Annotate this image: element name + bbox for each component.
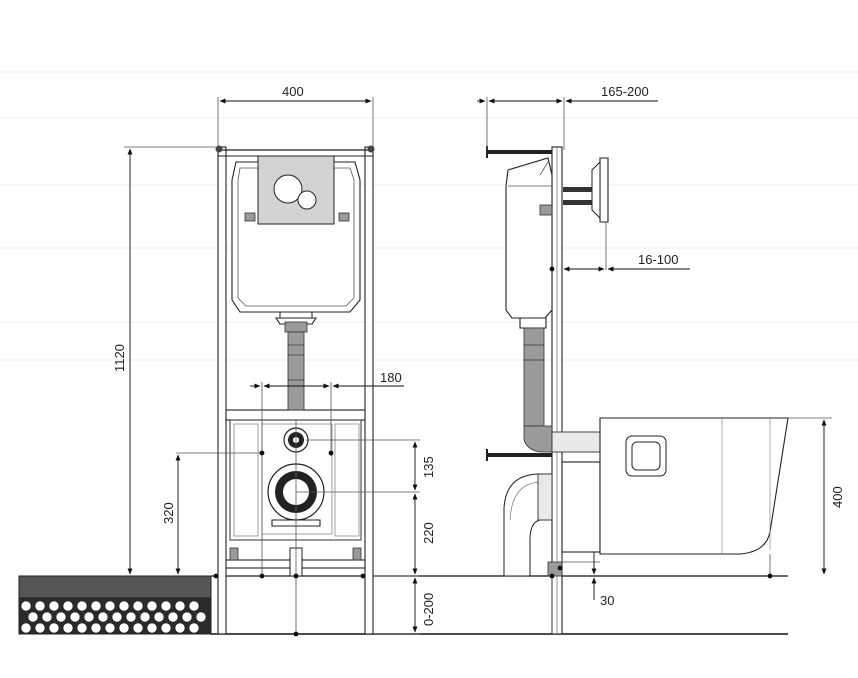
perforation-hole xyxy=(20,600,32,612)
wall-hung-bowl xyxy=(599,417,789,555)
perforation-hole xyxy=(181,611,193,623)
dimension-labels: 400 165-200 1120 180 135 220 320 0-200 1… xyxy=(112,84,845,626)
perforation-hole xyxy=(160,600,172,612)
perforation-hole xyxy=(118,600,130,612)
perforation-hole xyxy=(104,622,116,634)
perforation-hole xyxy=(174,600,186,612)
perforation-hole xyxy=(132,600,144,612)
label-outlet-spacing: 180 xyxy=(380,370,402,385)
flush-pipe-front xyxy=(284,321,308,411)
flush-button-large-icon xyxy=(273,174,303,204)
reference-dots xyxy=(213,266,773,637)
background-guides xyxy=(0,71,858,361)
dimension-lines xyxy=(124,97,832,635)
perforation-hole xyxy=(34,622,46,634)
perforation-hole xyxy=(69,611,81,623)
label-bowl-height: 400 xyxy=(830,486,845,508)
perforation-hole xyxy=(146,622,158,634)
perforation-hole xyxy=(188,600,200,612)
drain-elbow-side xyxy=(503,461,601,577)
perforation-hole xyxy=(146,600,158,612)
flush-plate-side xyxy=(563,157,609,223)
perforation-hole xyxy=(195,611,207,623)
perforation-hole xyxy=(20,622,32,634)
perforation-hole xyxy=(139,611,151,623)
flush-plate xyxy=(257,155,335,225)
label-side-depth: 165-200 xyxy=(601,84,649,99)
label-wall-gap: 16-100 xyxy=(638,252,678,267)
perforation-hole xyxy=(167,611,179,623)
perforation-hole xyxy=(62,622,74,634)
cistern-side xyxy=(505,157,553,329)
perforation-hole xyxy=(62,600,74,612)
perforation-hole xyxy=(90,622,102,634)
label-frame-height: 1120 xyxy=(112,344,127,372)
label-inlet-offset: 135 xyxy=(421,456,436,478)
label-floor-adjust: 0-200 xyxy=(421,593,436,626)
perforation-hole xyxy=(97,611,109,623)
perforation-hole xyxy=(118,622,130,634)
perforation-hole xyxy=(174,622,186,634)
perforation-hole xyxy=(76,600,88,612)
flush-pipe-side xyxy=(523,327,601,453)
perforation-hole xyxy=(55,611,67,623)
label-inlet-height: 320 xyxy=(161,502,176,524)
side-frame xyxy=(551,146,563,635)
perforation-hole xyxy=(132,622,144,634)
perforation-hole xyxy=(48,622,60,634)
label-drain-height: 220 xyxy=(421,522,436,544)
perforation-hole xyxy=(90,600,102,612)
perforation-hole xyxy=(111,611,123,623)
floor-slab xyxy=(18,575,212,635)
bowl-seat-hinge-icon xyxy=(625,435,667,477)
lower-frame-box xyxy=(229,419,362,541)
perforation-hole xyxy=(48,600,60,612)
floor-perforation xyxy=(20,600,207,634)
perforation-hole xyxy=(27,611,39,623)
perforation-hole xyxy=(83,611,95,623)
perforation-hole xyxy=(76,622,88,634)
label-frame-width: 400 xyxy=(282,84,304,99)
perforation-hole xyxy=(188,622,200,634)
perforation-hole xyxy=(160,622,172,634)
flush-button-small-icon xyxy=(297,190,317,210)
perforation-hole xyxy=(153,611,165,623)
perforation-hole xyxy=(104,600,116,612)
perforation-hole xyxy=(125,611,137,623)
perforation-hole xyxy=(41,611,53,623)
perforation-hole xyxy=(34,600,46,612)
label-floor-gap: 30 xyxy=(600,593,614,608)
